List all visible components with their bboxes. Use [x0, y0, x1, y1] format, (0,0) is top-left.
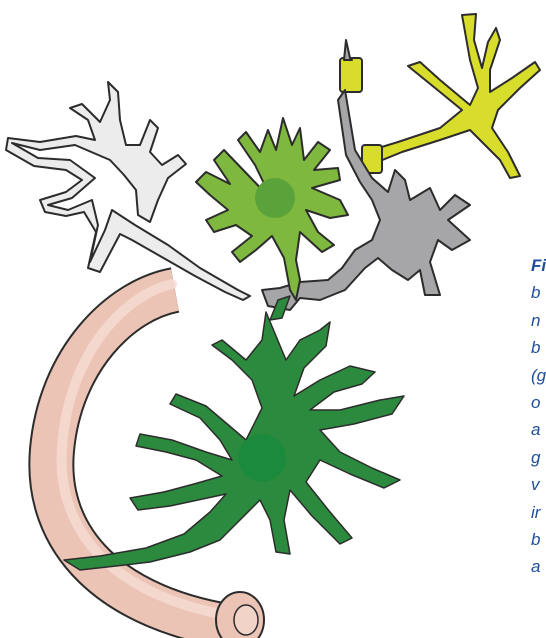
caption-line: a [531, 416, 546, 443]
astrocyte-light-green [196, 118, 348, 300]
microglia-soma [238, 434, 286, 482]
caption-line: n [531, 307, 546, 334]
caption-line: b [531, 526, 546, 553]
caption-line: v [531, 471, 546, 498]
caption-line: b [531, 334, 546, 361]
yellow-glial-cell [340, 14, 540, 178]
caption-line: o [531, 389, 546, 416]
caption-line: b [531, 279, 546, 306]
astrocyte-soma [255, 178, 295, 218]
figure-caption: Fi b n b (g o a g v ir b a [531, 252, 546, 638]
caption-line: g [531, 444, 546, 471]
caption-line: Fi [531, 252, 546, 279]
caption-line: a [531, 553, 546, 580]
caption-line: (g [531, 362, 546, 389]
caption-line: ir [531, 499, 546, 526]
